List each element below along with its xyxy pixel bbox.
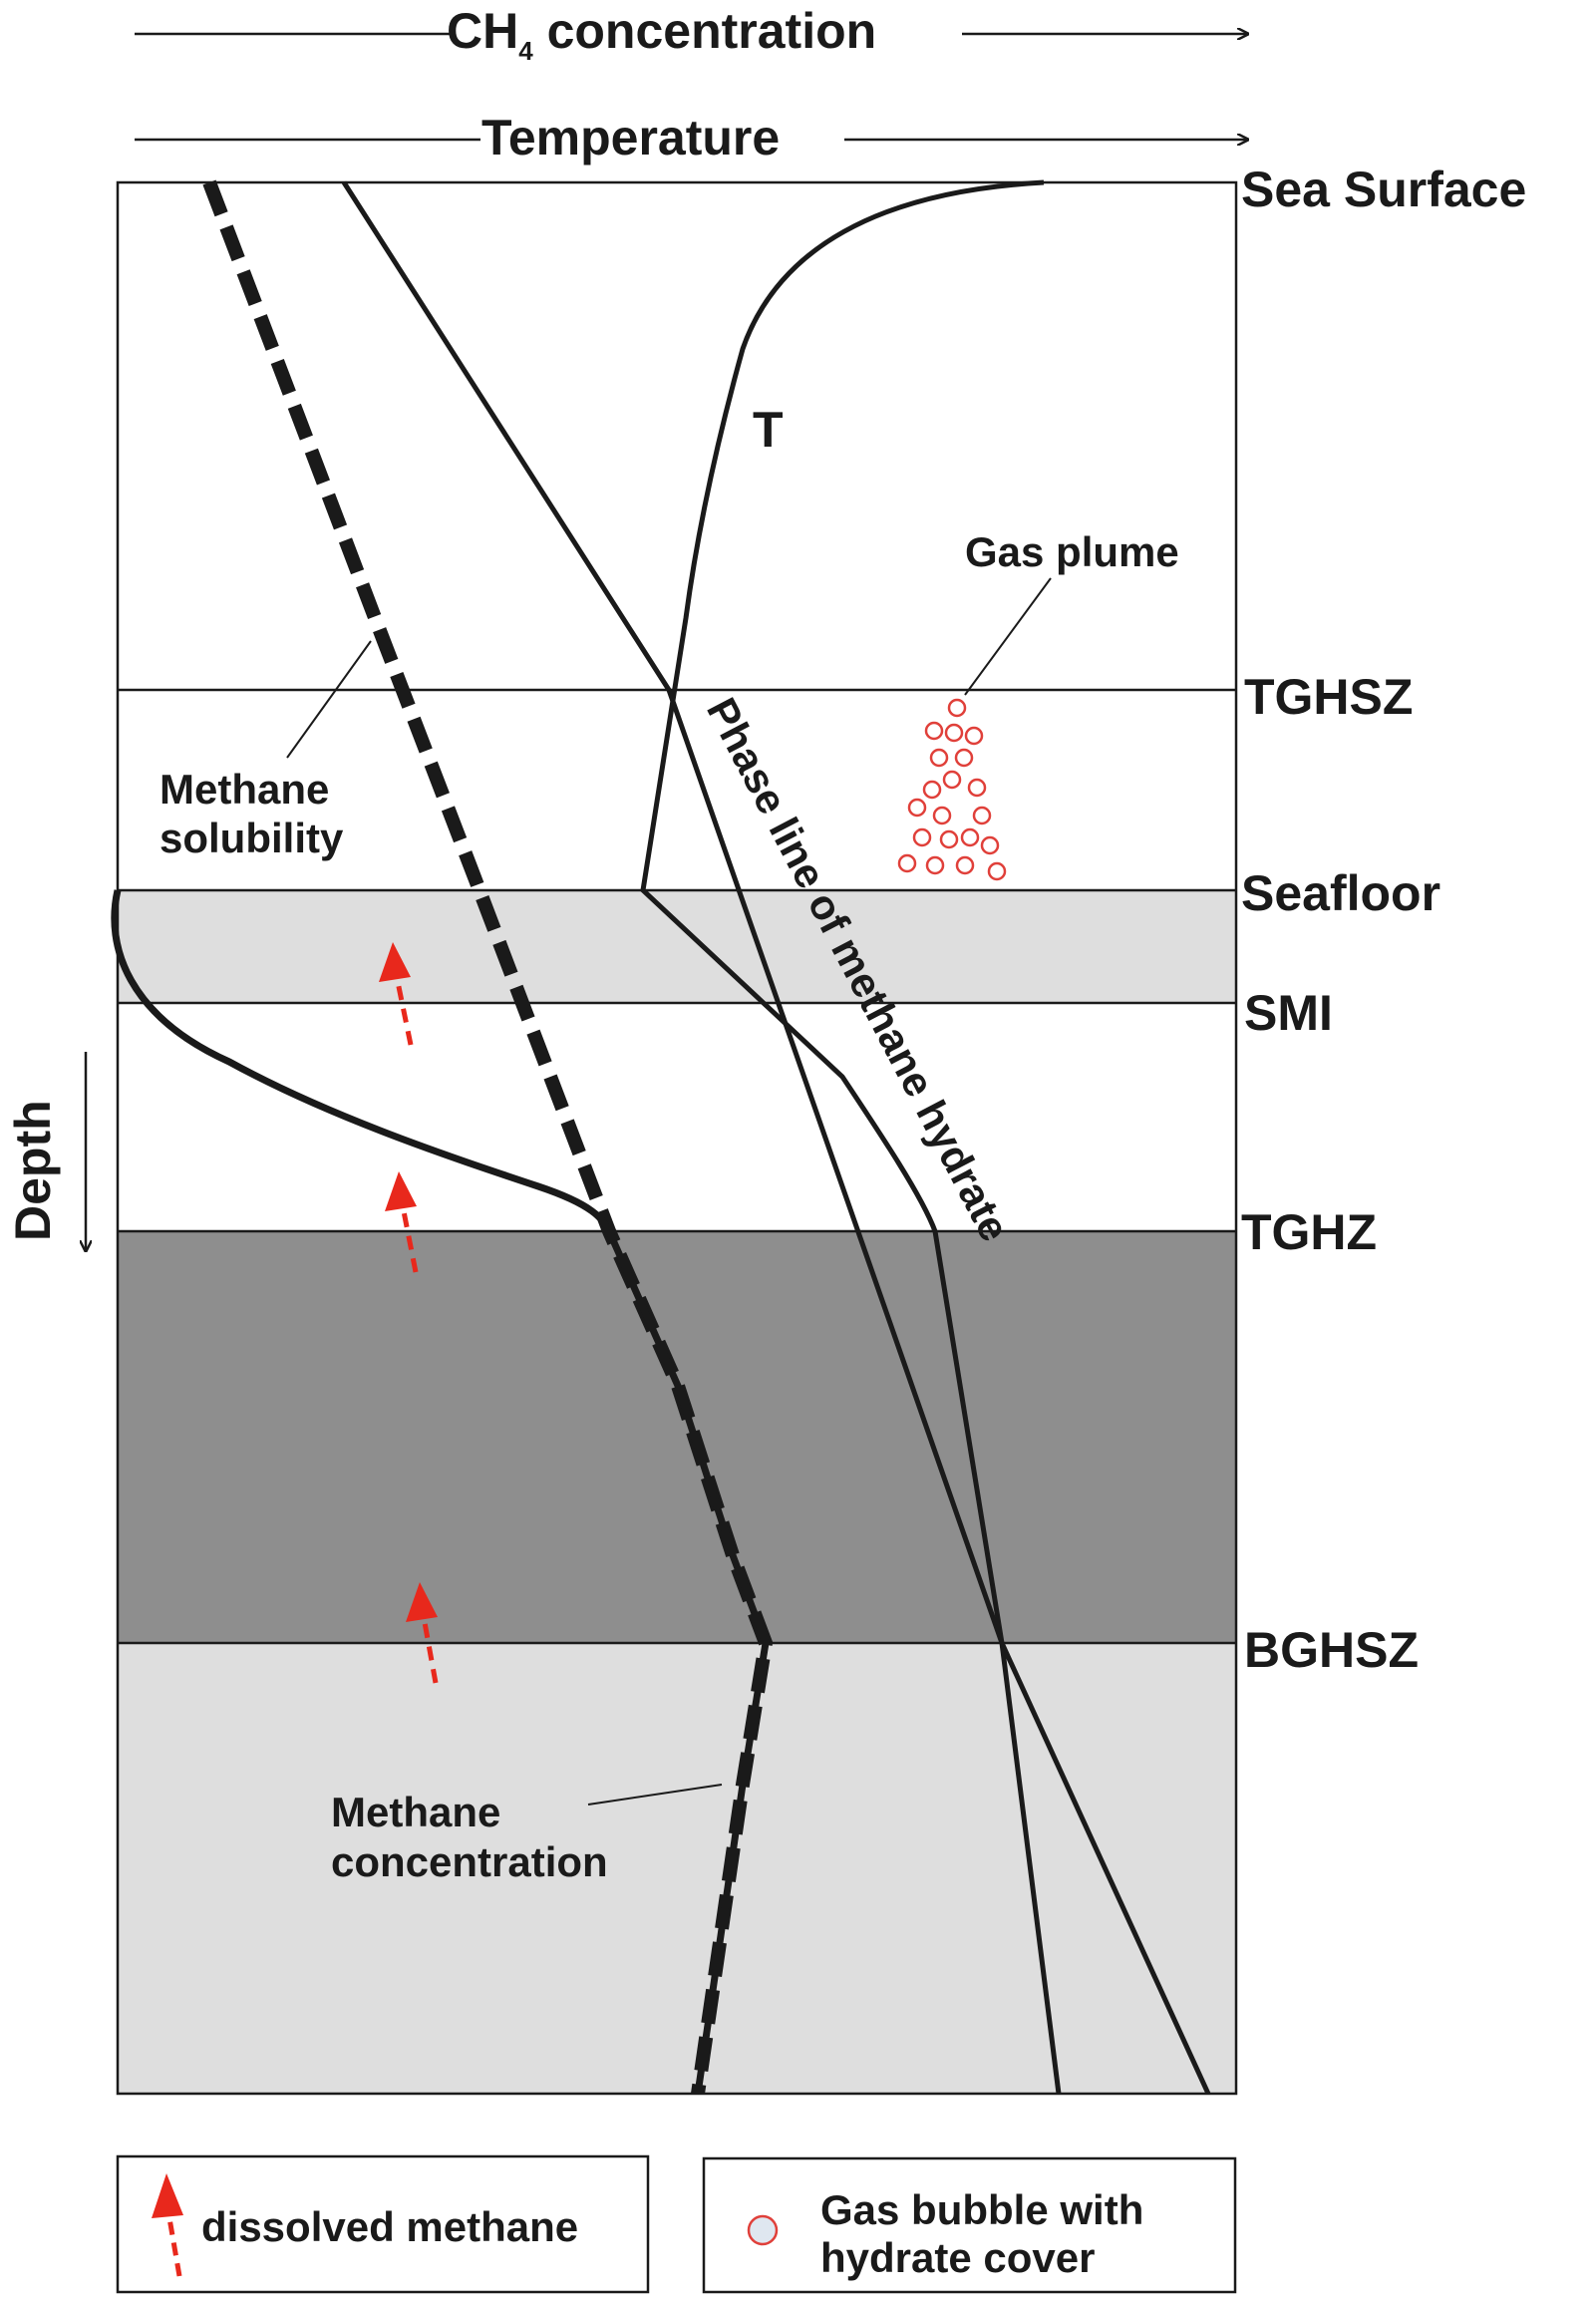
diagram-frame <box>116 180 1238 2096</box>
tghz-label: TGHZ <box>1241 1204 1377 1260</box>
gas-bubble <box>960 827 980 847</box>
depth-axis-label: Depth <box>5 1100 61 1241</box>
gas-bubble <box>925 855 945 875</box>
gas-bubble <box>980 835 1000 855</box>
sea-surface-label: Sea Surface <box>1241 162 1526 217</box>
legend-gas-bubble-icon <box>747 2214 779 2246</box>
methane-solubility-pointer <box>286 640 372 759</box>
gas-plume-label: Gas plume <box>965 528 1179 575</box>
gas-bubble <box>922 780 942 800</box>
legend-dissolved-methane-label: dissolved methane <box>201 2203 578 2250</box>
methane-solubility-label-2: solubility <box>160 815 344 861</box>
methane-concentration-label-1: Methane <box>331 1789 500 1835</box>
gas-plume-pointer <box>964 577 1052 696</box>
gas-bubble <box>947 698 967 718</box>
methane-solubility-label-1: Methane <box>160 766 329 813</box>
phase-line <box>341 180 1211 2096</box>
gas-bubble <box>939 829 959 849</box>
gas-bubble <box>955 855 975 875</box>
gas-bubble <box>967 778 987 798</box>
gas-bubble <box>942 770 962 790</box>
smi-label: SMI <box>1244 985 1333 1041</box>
gas-bubble <box>954 748 974 768</box>
gas-bubble <box>924 721 944 741</box>
dissolved-methane-arrow <box>379 942 414 1046</box>
gas-bubble <box>932 806 952 825</box>
sediment-zone-upper <box>118 890 1236 1003</box>
dissolved-methane-arrow <box>406 1582 439 1684</box>
tghsz-label: TGHSZ <box>1244 669 1413 725</box>
methane-concentration-pointer <box>587 1784 723 1806</box>
dissolved-methane-arrow <box>385 1171 419 1273</box>
gas-bubble <box>987 861 1007 881</box>
methane-concentration-curve <box>111 889 770 2095</box>
temperature-axis-label: Temperature <box>481 110 780 165</box>
bghsz-label: BGHSZ <box>1244 1622 1419 1678</box>
temperature-curve-label: T <box>753 402 784 458</box>
gas-bubble <box>907 798 927 818</box>
gas-bubble <box>964 726 984 746</box>
legend-gas-bubble-label-1: Gas bubble with <box>820 2186 1143 2233</box>
ch4-axis-label: CH4 concentration <box>447 3 876 66</box>
legend-gas-bubble-label-2: hydrate cover <box>820 2234 1095 2281</box>
gas-bubble <box>929 748 949 768</box>
gas-bubble <box>897 853 917 873</box>
gas-plume-bubbles <box>897 698 1007 881</box>
seafloor-label: Seafloor <box>1241 865 1440 921</box>
sediment-zone-lower <box>118 1643 1236 2094</box>
legend-dissolved-methane-icon <box>152 2173 183 2277</box>
temperature-curve <box>640 179 1062 2095</box>
gas-bubble <box>912 827 932 847</box>
legend-box-dissolved-methane <box>116 2154 650 2294</box>
gas-bubble <box>944 723 964 743</box>
methane-concentration-label-2: concentration <box>331 1838 608 1885</box>
hydrate-zone <box>118 1231 1236 1643</box>
legend-box-gas-bubble <box>702 2156 1237 2294</box>
gas-bubble <box>972 806 992 825</box>
